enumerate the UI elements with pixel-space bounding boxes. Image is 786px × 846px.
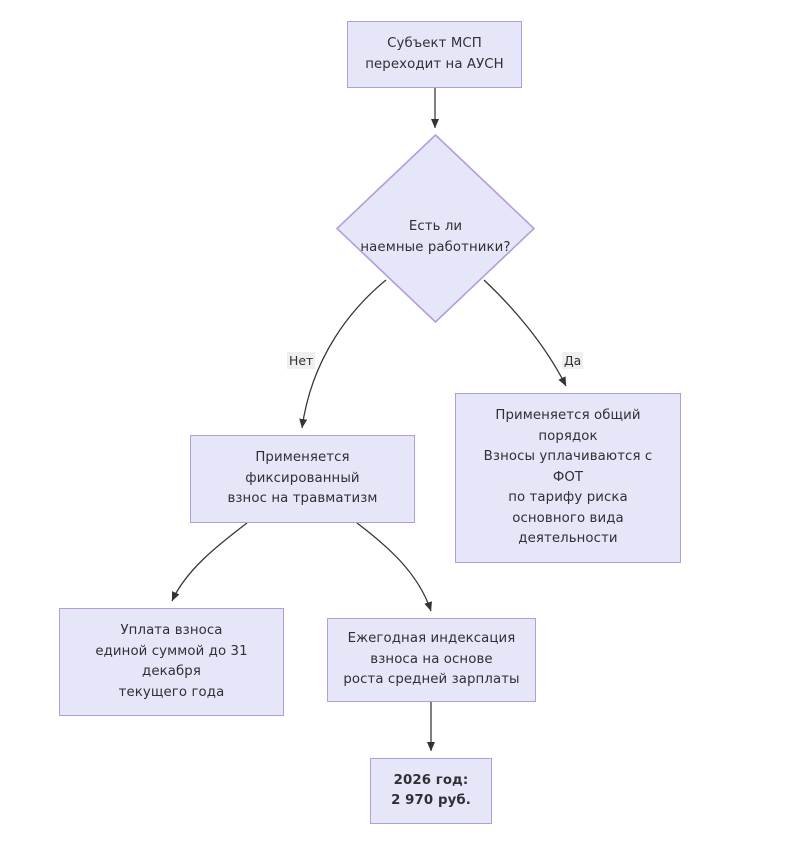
node-fixed-label: Применяется фиксированный взнос на травм… bbox=[227, 450, 378, 507]
node-amount-label: 2026 год: 2 970 руб. bbox=[391, 772, 471, 809]
node-indexation-label: Ежегодная индексация взноса на основе ро… bbox=[343, 631, 520, 688]
node-general[interactable]: Применяется общий порядок Взносы уплачив… bbox=[455, 393, 681, 563]
node-start[interactable]: Субъект МСП переходит на АУСН bbox=[347, 21, 522, 88]
edge-fixed-to-payment bbox=[171, 522, 248, 602]
edge-fixed-to-indexation bbox=[356, 522, 432, 612]
edge-label-yes: Да bbox=[562, 352, 584, 369]
node-payment-label: Уплата взноса единой суммой до 31 декабр… bbox=[95, 623, 248, 700]
node-general-label: Применяется общий порядок Взносы уплачив… bbox=[483, 408, 653, 547]
node-decision[interactable]: Есть ли наемные работники? bbox=[336, 134, 535, 323]
node-payment[interactable]: Уплата взноса единой суммой до 31 декабр… bbox=[59, 608, 284, 716]
node-start-label: Субъект МСП переходит на АУСН bbox=[365, 36, 504, 72]
node-indexation[interactable]: Ежегодная индексация взноса на основе ро… bbox=[327, 618, 536, 702]
diamond-shape bbox=[336, 134, 535, 323]
node-amount[interactable]: 2026 год: 2 970 руб. bbox=[370, 758, 492, 824]
node-fixed[interactable]: Применяется фиксированный взнос на травм… bbox=[190, 435, 415, 523]
edge-label-no: Нет bbox=[287, 352, 316, 369]
node-decision-label: Есть ли наемные работники? bbox=[360, 219, 511, 255]
